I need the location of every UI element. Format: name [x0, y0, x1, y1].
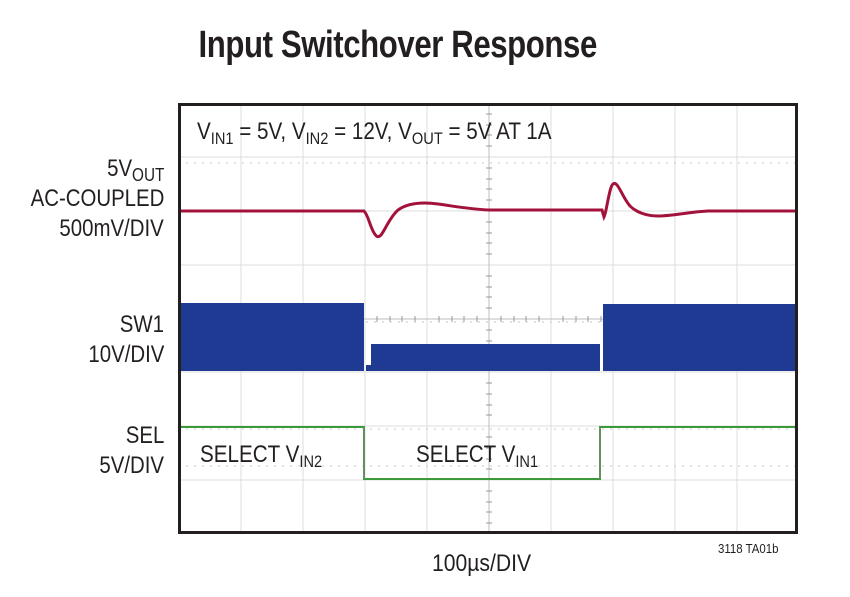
ch3-scale: 5V/DIV	[99, 452, 164, 479]
sel-edges	[363, 427, 601, 479]
ch1-name: 5V	[106, 155, 132, 182]
sw1-trace	[180, 303, 796, 371]
ch2-scale: 10V/DIV	[88, 341, 164, 368]
scope-plot: VIN1 = 5V, VIN2 = 12V, VOUT = 5V AT 1A S…	[178, 103, 798, 534]
ch3-name: SEL	[125, 422, 164, 449]
ch1-label-line2: AC-COUPLED	[30, 185, 164, 212]
figure-id: 3118 TA01b	[718, 541, 779, 556]
ch1-label-line1: 5VOUT	[107, 154, 164, 190]
annotation-select-vin1: SELECT VIN1	[416, 441, 538, 472]
ch1-name-sub: OUT	[131, 165, 164, 185]
conditions-text: VIN1 = 5V, VIN2 = 12V, VOUT = 5V AT 1A	[197, 118, 552, 149]
annotation-select-vin2: SELECT VIN2	[200, 441, 322, 472]
chart-title: Input Switchover Response	[198, 24, 598, 66]
x-axis-label: 100µs/DIV	[432, 550, 532, 577]
plot-frame	[178, 103, 798, 534]
vout-trace	[180, 181, 796, 239]
sel-trace	[180, 426, 796, 480]
ch2-name: SW1	[119, 311, 164, 338]
ch1-scale: 500mV/DIV	[59, 215, 164, 242]
dotted-reference-lines	[178, 162, 798, 467]
scope-svg: VIN1 = 5V, VIN2 = 12V, VOUT = 5V AT 1A S…	[178, 103, 798, 534]
